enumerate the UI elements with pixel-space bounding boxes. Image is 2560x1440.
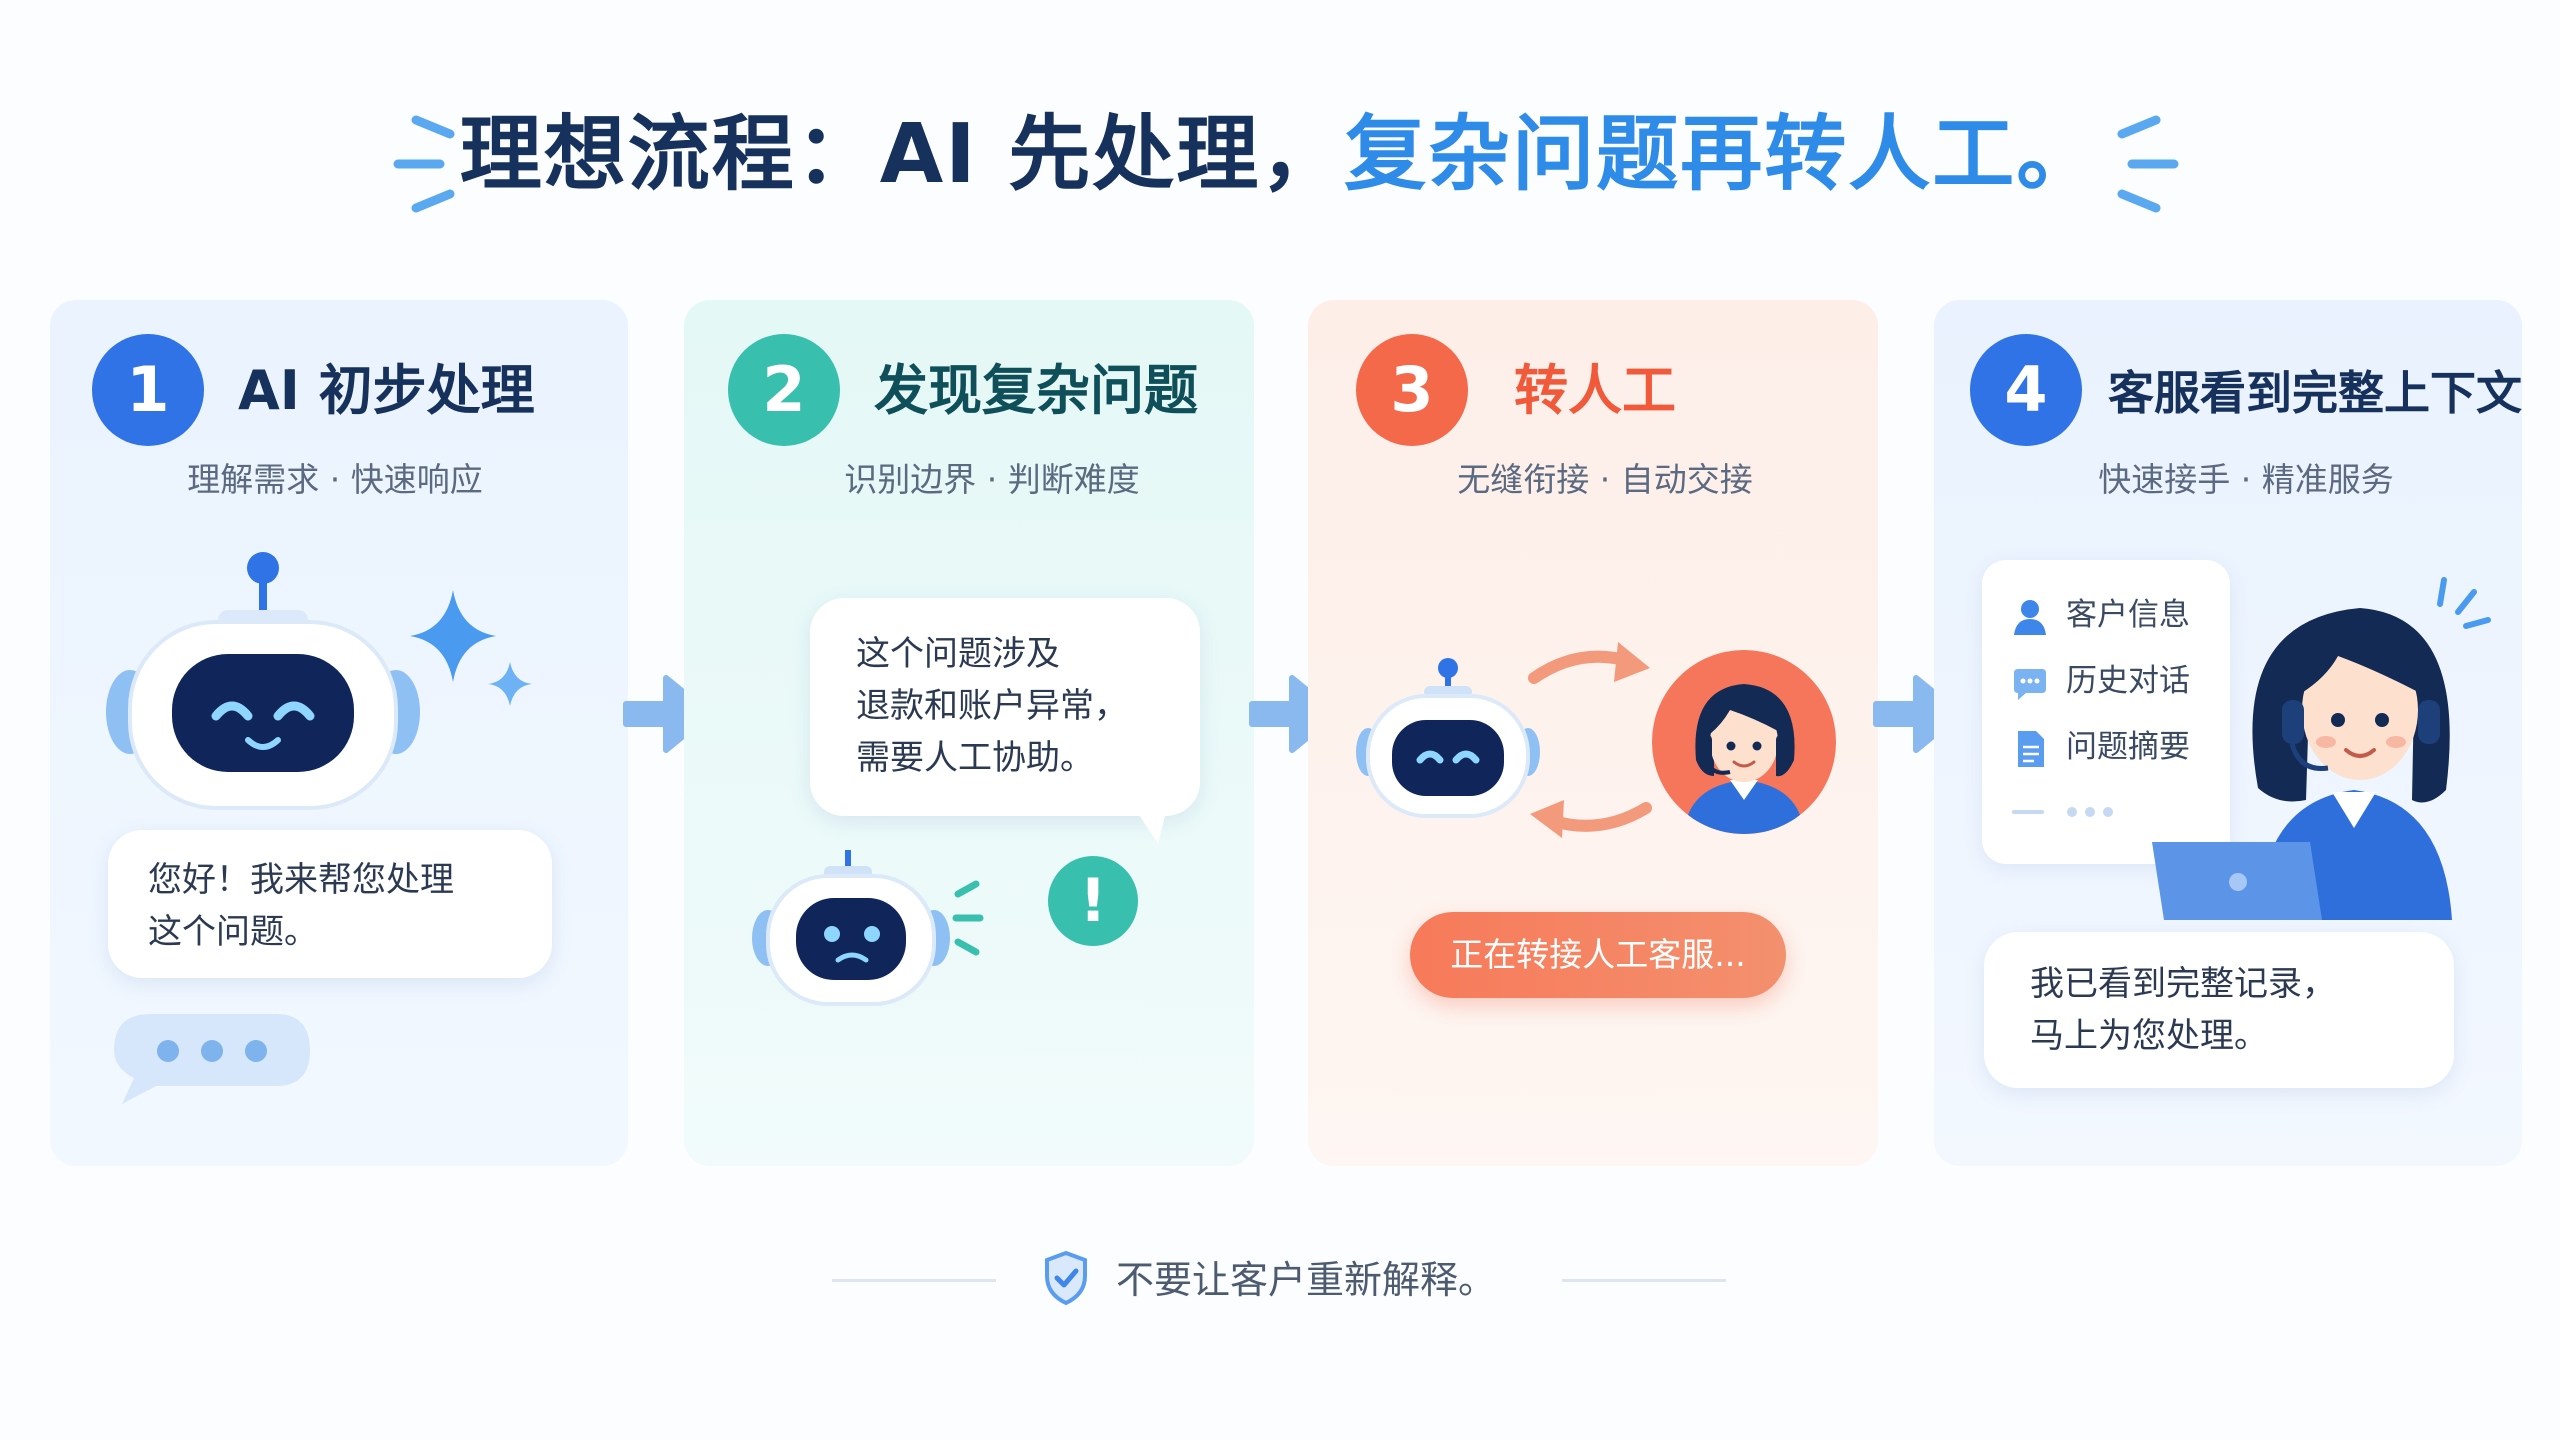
left-sparkle-lines-icon	[393, 115, 455, 213]
title-part-b: 复杂问题再转人工。	[1344, 107, 2101, 202]
step-1-title: AI 初步处理	[238, 359, 535, 422]
step-4-bubble-line-1: 我已看到完整记录，	[2030, 964, 2336, 1004]
info-item-customer-label: 客户信息	[2066, 597, 2190, 633]
step-3-title: 转人工	[1514, 359, 1676, 422]
step-2-bubble-line-2: 退款和账户异常，	[856, 686, 1128, 726]
step-1-subtitle: 理解需求 · 快速响应	[187, 460, 483, 499]
step-1-bubble-line-1: 您好！我来帮您处理	[148, 860, 454, 900]
document-icon	[2018, 730, 2044, 767]
step-2-bubble-line-3: 需要人工协助。	[856, 738, 1094, 778]
alert-exclamation: !	[1079, 866, 1107, 936]
right-sparkle-lines-icon	[2117, 115, 2179, 213]
happy-robot-icon	[106, 552, 532, 810]
info-item-summary: 问题摘要	[2012, 722, 2190, 772]
step-1-number-badge: 1	[92, 334, 204, 446]
bubble-tail-icon	[1132, 804, 1168, 844]
typing-dots-icon	[114, 1014, 310, 1104]
more-items-icon	[2012, 807, 2113, 817]
title-part-a: 理想流程：AI 先处理，	[459, 107, 1345, 202]
info-item-history: 历史对话	[2012, 656, 2190, 706]
step-3-number-badge: 3	[1356, 334, 1468, 446]
human-agent-avatar-icon	[1652, 650, 1836, 834]
context-info-card: 客户信息 历史对话 问题摘要	[1982, 560, 2230, 864]
handoff-robot-icon	[1356, 658, 1540, 818]
step-2-escalation-bubble: 这个问题涉及 退款和账户异常， 需要人工协助。	[810, 598, 1200, 816]
alert-badge: !	[1048, 856, 1138, 946]
footer-tagline: 不要让客户重新解释。	[1116, 1258, 1497, 1302]
step-2-bubble-line-1: 这个问题涉及	[856, 634, 1060, 674]
step-4-subtitle: 快速接手 · 精准服务	[2098, 460, 2394, 499]
transfer-status-text: 正在转接人工客服...	[1450, 935, 1746, 974]
step-3-subtitle: 无缝衔接 · 自动交接	[1457, 460, 1753, 499]
shield-check-icon	[1045, 1250, 1087, 1306]
transfer-status-pill: 正在转接人工客服...	[1410, 912, 1786, 998]
step-1-ai-greeting-bubble: 您好！我来帮您处理 这个问题。	[108, 830, 552, 978]
step-2-number-badge: 2	[728, 334, 840, 446]
footer-divider-left	[832, 1279, 996, 1282]
step-4-bubble-line-2: 马上为您处理。	[2030, 1016, 2268, 1056]
info-item-history-label: 历史对话	[2066, 663, 2190, 699]
customer-service-agent-icon	[2152, 577, 2491, 920]
step-1-bubble-line-2: 这个问题。	[148, 912, 318, 952]
chat-icon	[2014, 668, 2046, 700]
step-4-title: 客服看到完整上下文	[2108, 366, 2522, 420]
step-2-title: 发现复杂问题	[874, 359, 1198, 422]
info-item-summary-label: 问题摘要	[2066, 729, 2190, 765]
info-item-customer: 客户信息	[2012, 590, 2190, 640]
worried-robot-icon	[752, 850, 984, 1006]
step-4-number-badge: 4	[1970, 334, 2082, 446]
transfer-arrows-icon	[1528, 642, 1652, 838]
user-icon	[2014, 599, 2046, 635]
step-2-subtitle: 识别边界 · 判断难度	[844, 460, 1140, 499]
step-4-agent-reply-bubble: 我已看到完整记录， 马上为您处理。	[1984, 932, 2454, 1088]
footer-divider-right	[1562, 1279, 1726, 1282]
page-title: 理想流程：AI 先处理，复杂问题再转人工。	[0, 100, 2560, 210]
